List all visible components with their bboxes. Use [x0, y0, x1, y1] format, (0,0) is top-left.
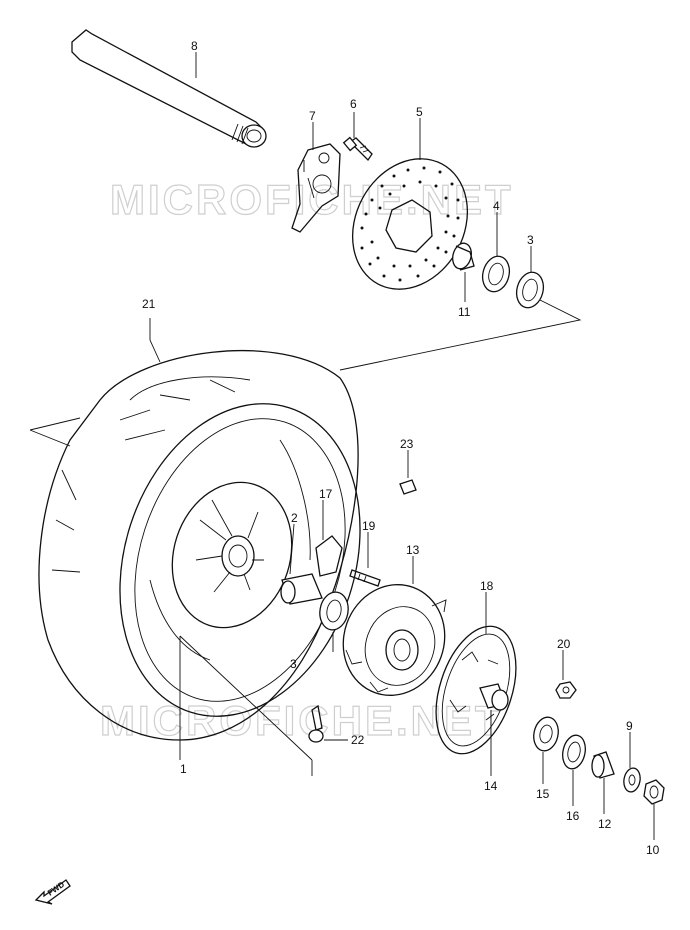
sprocket-hub-part-13	[342, 584, 447, 696]
nut-part-20	[555, 681, 577, 699]
bearing-part-4	[481, 255, 511, 293]
callout-4: 4	[493, 199, 500, 213]
callout-3-lower: 3	[290, 657, 297, 671]
callout-18: 18	[480, 579, 494, 593]
callout-8: 8	[191, 39, 198, 53]
callout-21: 21	[142, 297, 156, 311]
bearing-part-3-lower	[319, 591, 349, 631]
spacer-part-2	[280, 573, 323, 605]
callout-5: 5	[416, 105, 423, 119]
callout-10: 10	[646, 843, 660, 857]
rim-part-1	[119, 403, 361, 717]
bearing-part-15	[533, 716, 559, 752]
callout-11: 11	[458, 305, 471, 319]
callout-15: 15	[536, 787, 550, 801]
callout-3-upper: 3	[527, 233, 534, 247]
shaft-part-14	[479, 683, 509, 711]
clip-part-23	[399, 479, 417, 495]
brake-disc-part-5	[351, 158, 469, 290]
callout-22: 22	[351, 733, 365, 747]
watermark-bottom: MICROFICHE.NET	[100, 697, 504, 744]
caliper-bracket-part-7	[291, 143, 341, 233]
callout-14: 14	[484, 779, 498, 793]
callout-9: 9	[626, 719, 633, 733]
callout-6: 6	[350, 97, 357, 111]
washer-part-9	[623, 767, 641, 793]
leader-lines	[149, 52, 655, 840]
axle-part-8	[71, 29, 267, 148]
stud-part-19	[349, 569, 381, 587]
callout-19: 19	[362, 519, 376, 533]
callout-13: 13	[406, 543, 420, 557]
watermark-top: MICROFICHE.NET	[110, 176, 514, 223]
oil-seal-part-16	[562, 734, 586, 770]
axle-nut-part-10	[643, 779, 665, 805]
callout-labels: 1 2 3 3 4 5 6 7 8 9 10 11 12 13 14 15 16…	[142, 39, 660, 857]
callout-12: 12	[598, 817, 612, 831]
callout-23: 23	[400, 437, 414, 451]
callout-2: 2	[291, 511, 298, 525]
valve-part-22	[308, 704, 324, 743]
spacer-part-11	[452, 242, 475, 271]
callout-16: 16	[566, 809, 580, 823]
damper-part-17	[315, 535, 343, 577]
assembly-axis-lines	[29, 299, 582, 447]
fwd-arrow: FWD	[34, 879, 71, 905]
bolt-part-6	[342, 136, 373, 162]
callout-1: 1	[180, 762, 187, 776]
collar-part-12	[591, 751, 615, 779]
bearing-part-3-upper	[515, 271, 545, 309]
tire-part-21	[38, 349, 359, 741]
callout-7: 7	[309, 109, 316, 123]
callout-20: 20	[557, 637, 571, 651]
callout-17: 17	[319, 487, 333, 501]
